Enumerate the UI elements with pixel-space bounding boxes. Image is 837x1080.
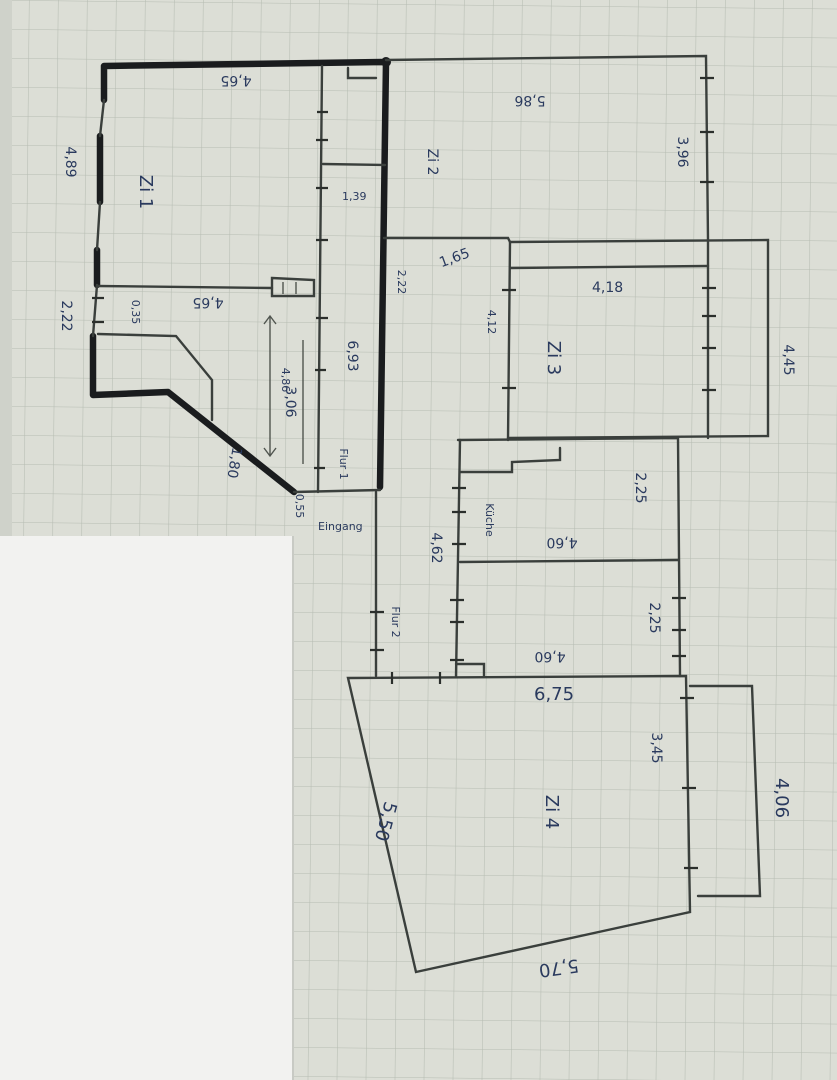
label-139: 1,39 <box>342 190 367 203</box>
label-height-486: 4,86 <box>279 368 292 393</box>
label-right-396: 3,96 <box>674 136 690 167</box>
label-k-width: 4,60 <box>546 534 577 550</box>
label-k-225: 2,25 <box>632 472 648 503</box>
label-right-445: 4,45 <box>780 344 796 375</box>
label-small-035: 0,35 <box>129 300 142 325</box>
label-right-345: 3,45 <box>648 732 664 763</box>
dimension-arrows <box>263 314 304 464</box>
label-mid-width: 4,65 <box>192 294 223 310</box>
label-width-306: 3,06 <box>282 386 298 417</box>
label-room1: Zi 1 <box>135 175 156 210</box>
label-room4: Zi 4 <box>541 795 562 830</box>
label-hall-length: 6,93 <box>344 340 360 371</box>
label-418: 4,18 <box>592 280 623 296</box>
room-zi1-walls <box>89 57 391 496</box>
label-bath-width: 4,60 <box>534 648 565 664</box>
label-left-wall: 4,89 <box>62 146 78 177</box>
label-left-lower: 2,22 <box>58 300 74 331</box>
label-bath-225: 2,25 <box>646 602 662 633</box>
label-222: 2,22 <box>395 270 408 295</box>
label-412: 4,12 <box>485 310 498 335</box>
white-sheet <box>0 536 292 1080</box>
label-top-right-width: 5,86 <box>514 92 545 108</box>
label-diag-left: 1,80 <box>223 446 244 479</box>
label-hall2: Flur 2 <box>389 606 402 637</box>
room-zi4-walls <box>346 674 762 974</box>
label-balcony: 4,06 <box>771 778 792 818</box>
dimension-labels: 4,65 4,89 Zi 1 2,22 0,35 4,65 1,80 0,55 … <box>58 72 796 981</box>
label-top-width: 4,65 <box>220 72 251 88</box>
label-kitchen: Küche <box>483 503 496 537</box>
label-675: 6,75 <box>534 684 574 705</box>
label-entrance: Eingang <box>318 520 363 533</box>
dimension-ticks <box>92 76 716 870</box>
label-bottom-small: 0,55 <box>293 494 306 519</box>
room-zi2-walls <box>382 54 770 442</box>
room-kueche-walls <box>374 436 682 678</box>
label-room2: Zi 2 <box>424 149 440 176</box>
label-room3: Zi 3 <box>543 341 564 376</box>
label-k-462: 4,62 <box>428 532 444 563</box>
label-hall1: Flur 1 <box>337 448 350 479</box>
